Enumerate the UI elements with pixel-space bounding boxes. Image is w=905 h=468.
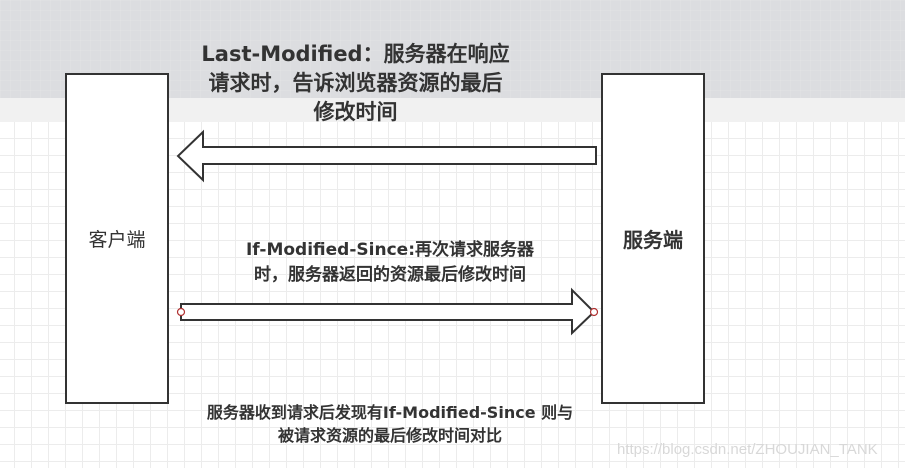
connection-point-start[interactable] (176, 307, 186, 317)
note-line: If-Modified-Since:再次请求服务器 (245, 240, 534, 260)
response-arrow[interactable] (176, 129, 597, 183)
note-line: 时，服务器返回的资源最后修改时间 (254, 265, 526, 285)
last-modified-note: Last-Modified：服务器在响应 请求时，告诉浏览器资源的最后 修改时间 (178, 40, 533, 127)
connection-point-end[interactable] (589, 307, 599, 317)
server-box[interactable]: 服务端 (601, 73, 705, 404)
note-line: 请求时，告诉浏览器资源的最后 (208, 71, 503, 95)
watermark: https://blog.csdn.net/ZHOUJIAN_TANK (617, 441, 878, 458)
client-box[interactable]: 客户端 (65, 73, 169, 404)
note-line: 修改时间 (313, 100, 398, 124)
server-compare-note: 服务器收到请求后发现有If-Modified-Since 则与 被请求资源的最后… (160, 401, 620, 447)
request-arrow[interactable] (180, 287, 596, 336)
note-line: 服务器收到请求后发现有If-Modified-Since 则与 (206, 403, 574, 422)
note-line: Last-Modified：服务器在响应 (201, 42, 510, 66)
if-modified-since-note: If-Modified-Since:再次请求服务器 时，服务器返回的资源最后修改… (210, 238, 570, 288)
server-label: 服务端 (623, 228, 683, 252)
note-line: 被请求资源的最后修改时间对比 (277, 426, 502, 445)
client-label: 客户端 (88, 229, 146, 251)
